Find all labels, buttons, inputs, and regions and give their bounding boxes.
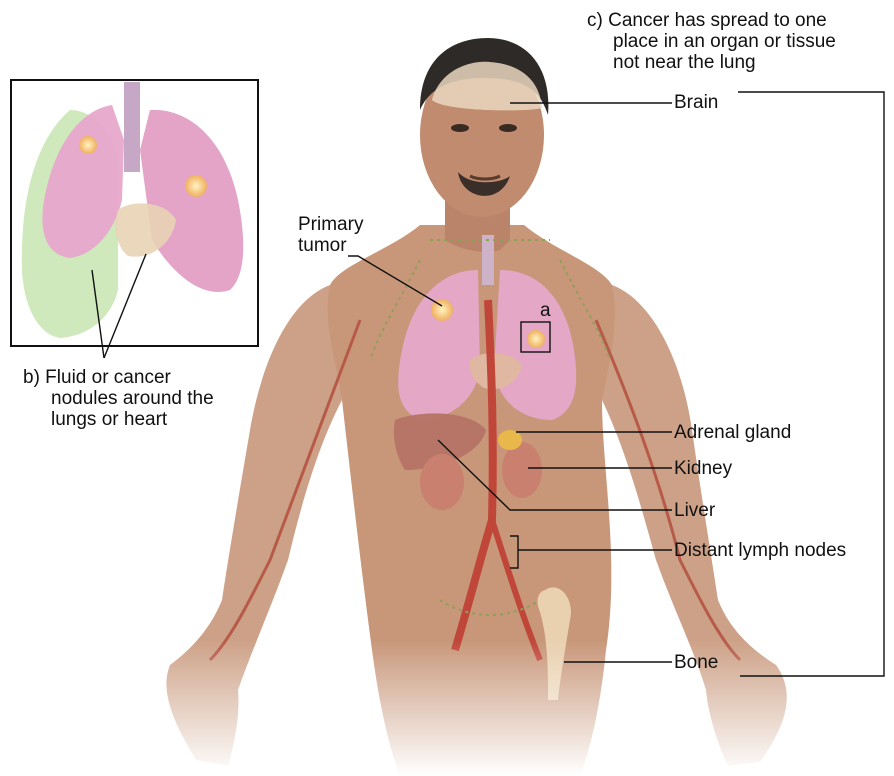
label-distant-lymph-nodes: Distant lymph nodes xyxy=(674,540,846,561)
inset-lungs xyxy=(11,80,258,346)
label-primary-line-2: tumor xyxy=(298,235,363,256)
label-b-line-2: nodules around the xyxy=(23,388,214,409)
adrenal-gland xyxy=(498,430,522,450)
label-primary-tumor: Primary tumor xyxy=(298,214,363,256)
label-c-line-1: c) Cancer has spread to one xyxy=(587,10,836,31)
label-a: a xyxy=(540,300,551,321)
inset-tumor-left xyxy=(79,136,97,154)
label-c-line-2: place in an organ or tissue xyxy=(587,31,836,52)
label-brain: Brain xyxy=(674,92,718,113)
label-kidney: Kidney xyxy=(674,458,732,479)
label-b-line-3: lungs or heart xyxy=(23,409,214,430)
trachea xyxy=(482,235,494,285)
primary-tumor-mark xyxy=(431,299,453,321)
inset-trachea xyxy=(124,82,140,172)
tumor-a-mark xyxy=(527,330,545,348)
label-bone: Bone xyxy=(674,652,718,673)
bracket-line xyxy=(738,92,884,676)
label-primary-line-1: Primary xyxy=(298,214,363,235)
left-kidney xyxy=(420,454,464,510)
label-c-spread-distant: c) Cancer has spread to one place in an … xyxy=(587,10,836,73)
label-b-line-1: b) Fluid or cancer xyxy=(23,367,214,388)
label-liver: Liver xyxy=(674,500,715,521)
label-adrenal-gland: Adrenal gland xyxy=(674,422,791,443)
body-fade xyxy=(150,640,850,776)
label-c-line-3: not near the lung xyxy=(587,52,836,73)
right-eye xyxy=(499,124,517,132)
label-b-fluid-nodules: b) Fluid or cancer nodules around the lu… xyxy=(23,367,214,430)
inset-tumor-right xyxy=(185,175,207,197)
right-kidney xyxy=(502,442,542,498)
left-eye xyxy=(451,124,469,132)
